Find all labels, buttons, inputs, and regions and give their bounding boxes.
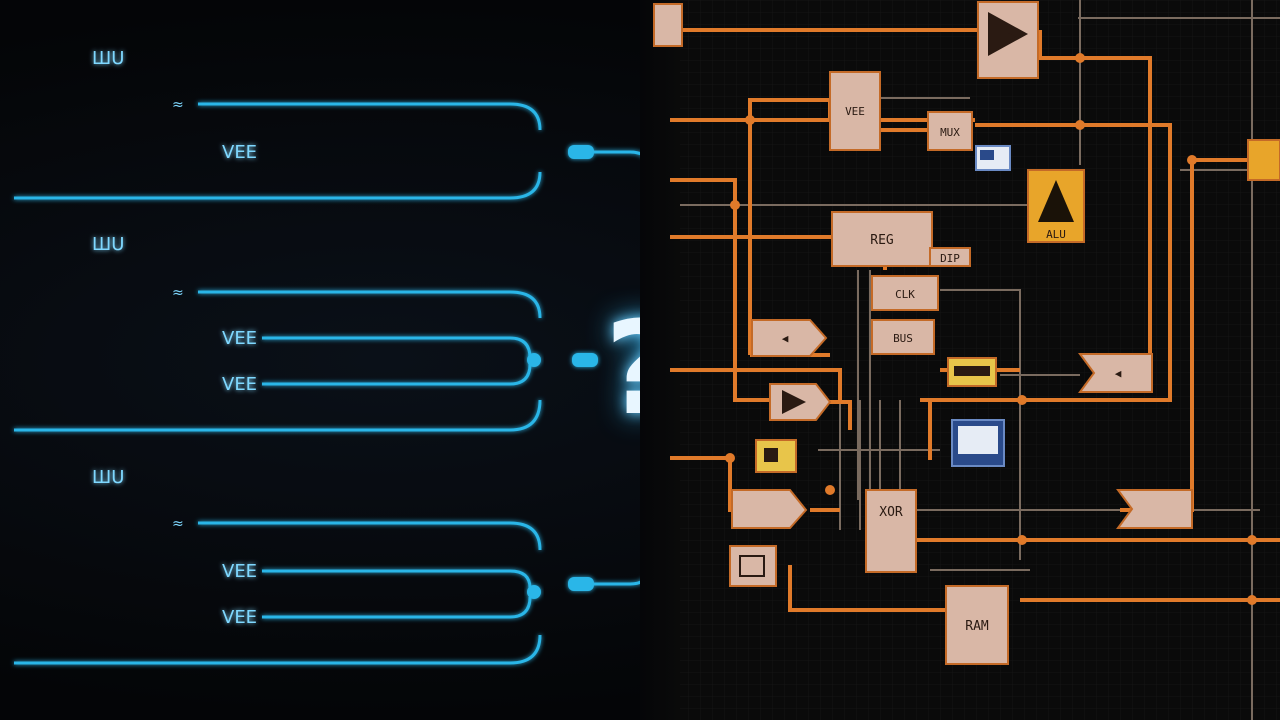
left-signal-diagram: ШU ≈ VEE ШU ≈: [14, 48, 654, 714]
svg-text:DIP: DIP: [940, 252, 960, 265]
svg-text:CLK: CLK: [895, 288, 915, 301]
svg-text:ALU: ALU: [1046, 228, 1066, 241]
svg-text:▶: ▶: [1008, 29, 1016, 44]
schematic-block-input-left: [731, 489, 808, 529]
right-circuit-schematic: ▶ VEE MUX ALU REG DIP: [640, 0, 1280, 720]
line-label-vee: VEE: [222, 142, 257, 163]
group-header-label: ШU: [92, 234, 124, 255]
line-label-vee: VEE: [222, 374, 257, 395]
schematic-block-plug: [729, 545, 777, 587]
schematic-block-triangle-right: ◀: [1078, 353, 1153, 393]
signal-group-3: ШU ≈ VEE VEE: [14, 467, 654, 714]
svg-text:MUX: MUX: [940, 126, 960, 139]
svg-text:BUS: BUS: [893, 332, 913, 345]
connector-label: ≈: [172, 285, 184, 301]
plug-connector-3: [527, 518, 654, 599]
schematic-block-header-left: [653, 3, 683, 47]
schematic-block-display: [947, 357, 997, 387]
left-signal-svg: ШU ≈ VEE ШU ≈: [14, 48, 654, 714]
svg-text:◀: ◀: [1115, 367, 1122, 380]
schematic-block-amp: ▶: [977, 1, 1039, 79]
schematic-block-bus: BUS: [871, 319, 935, 355]
svg-text:XOR: XOR: [879, 505, 903, 520]
schematic-block-yellow: [755, 439, 797, 473]
schematic-block-mux: MUX: [927, 111, 973, 151]
line-label-vee: VEE: [222, 607, 257, 628]
junction-dots: [725, 53, 1257, 605]
svg-text:RAM: RAM: [965, 619, 989, 634]
schematic-block-table: VEE: [829, 71, 881, 151]
plug-connector-2: [527, 353, 598, 367]
schematic-block-clk: CLK: [871, 275, 939, 311]
svg-text:VEE: VEE: [845, 105, 865, 118]
group-header-label: ШU: [92, 48, 124, 69]
connector-label: ≈: [172, 97, 184, 113]
schematic-block-warning: ALU: [1027, 169, 1085, 243]
signal-group-1: ШU ≈ VEE: [14, 48, 654, 200]
schematic-block-small-monitor: [975, 145, 1011, 171]
svg-text:REG: REG: [870, 233, 894, 248]
circuit-svg: ▶ VEE MUX ALU REG DIP: [653, 0, 1280, 720]
schematic-block-triangle-right-2: [1116, 489, 1193, 529]
group-header-label: ШU: [92, 467, 124, 488]
schematic-block-buffer: [769, 383, 832, 421]
schematic-block-xor: XOR: [865, 489, 917, 573]
schematic-block-edge-right: [1247, 139, 1280, 181]
schematic-block-ram: RAM: [945, 585, 1009, 665]
signal-group-2: ШU ≈ VEE VEE: [14, 234, 598, 432]
line-label-vee: VEE: [222, 561, 257, 582]
connector-label: ≈: [172, 516, 184, 532]
schematic-block-arrow-left: ◀: [751, 319, 828, 357]
schematic-block-monitor: [951, 419, 1005, 467]
schematic-block-dip: DIP: [929, 247, 971, 267]
schematic-block-reg: REG: [831, 211, 933, 267]
svg-text:◀: ◀: [782, 332, 789, 345]
line-label-vee: VEE: [222, 328, 257, 349]
